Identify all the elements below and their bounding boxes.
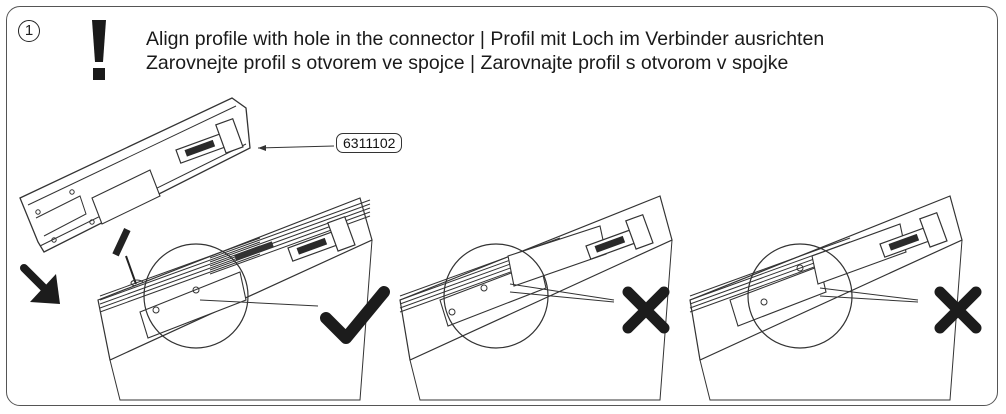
screwdriver-icon	[112, 228, 144, 287]
instruction-panel	[6, 6, 998, 406]
exclamation-icon	[88, 18, 110, 89]
cross-icon	[934, 286, 982, 334]
instruction-text: Align profile with hole in the connector…	[146, 27, 824, 75]
scene-correct	[97, 197, 373, 401]
leader-line	[257, 145, 335, 149]
scene-wrong-2	[689, 195, 963, 401]
arrow-down-right-icon	[20, 264, 60, 304]
instruction-line-1: Align profile with hole in the connector…	[146, 28, 825, 50]
step-number: 1	[18, 20, 40, 42]
cross-icon	[622, 286, 670, 334]
checkmark-icon	[320, 286, 390, 344]
instruction-line-2: Zarovnejte profil s otvorem ve spojce | …	[146, 52, 789, 74]
part-number-label: 6311102	[336, 133, 403, 153]
connector-part	[19, 97, 251, 253]
scene-wrong-1	[399, 195, 673, 401]
